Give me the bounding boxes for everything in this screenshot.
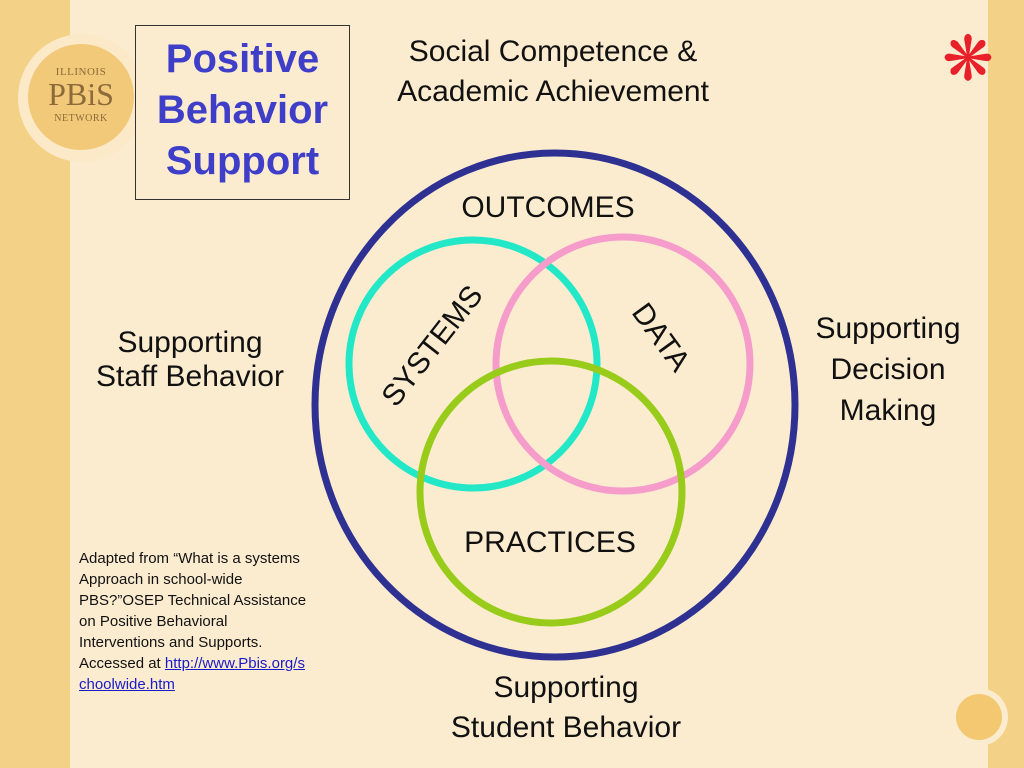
decision-line-1: Supporting [815, 312, 961, 345]
corner-circle [956, 694, 1002, 740]
outcomes-description-line-1: Social Competence & [408, 35, 698, 68]
outer-ring [311, 149, 799, 661]
staff-line-1: Supporting [117, 326, 263, 359]
outcomes-label: OUTCOMES [461, 191, 634, 224]
decision-line-3: Making [839, 394, 937, 427]
supporting-staff-behavior-label: Supporting Staff Behavior [80, 326, 300, 394]
asterisk-icon: ❋ [942, 25, 994, 94]
citation-text: Adapted from “What is a systems Approach… [79, 550, 307, 672]
staff-line-2: Staff Behavior [96, 360, 284, 393]
illinois-pbis-network-logo: ILLINOIS PBiS NETWORK [28, 44, 134, 150]
student-line-2: Student Behavior [450, 711, 682, 744]
outcomes-description: Social Competence & Academic Achievement [360, 32, 746, 112]
title-line-2: Behavior [156, 88, 329, 132]
practices-label: PRACTICES [464, 526, 636, 559]
logo-top-text: ILLINOIS [55, 66, 107, 78]
citation-note: Adapted from “What is a systems Approach… [79, 548, 309, 695]
practices-ring [416, 357, 686, 627]
logo-main-text: PBiS [48, 76, 114, 112]
outcomes-description-line-2: Academic Achievement [397, 75, 709, 108]
title-box: Positive Behavior Support [135, 25, 350, 200]
supporting-decision-making-label: Supporting Decision Making [800, 308, 976, 431]
supporting-student-behavior-label: Supporting Student Behavior [420, 668, 712, 748]
citation-link[interactable]: http://www.Pbis.org/schoolwide.htm [79, 655, 305, 693]
title-line-1: Positive [165, 37, 320, 81]
logo-bottom-text: NETWORK [54, 113, 108, 124]
systems-ring [345, 236, 601, 492]
data-label: DATA [625, 297, 696, 378]
data-ring [492, 233, 754, 495]
title-line-3: Support [165, 139, 320, 183]
systems-label: SYSTEMS [375, 280, 489, 413]
decision-line-2: Decision [830, 353, 946, 386]
student-line-1: Supporting [493, 671, 639, 704]
